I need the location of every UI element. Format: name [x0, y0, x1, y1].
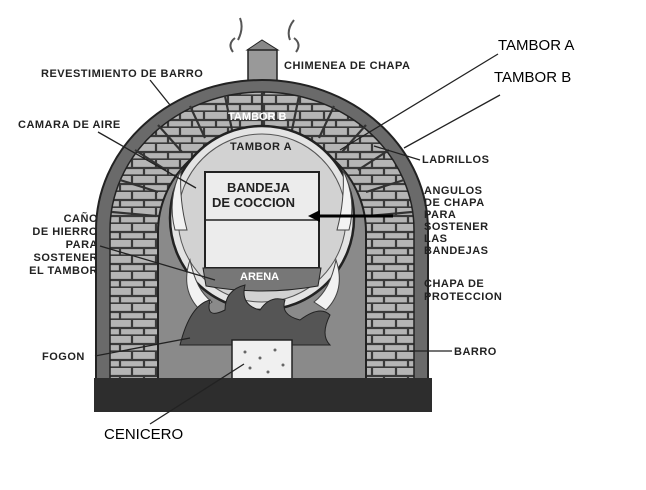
angulos-line: SOSTENER — [424, 221, 489, 233]
tambor-a-callout: TAMBOR A — [498, 37, 574, 54]
ground-base — [94, 378, 432, 412]
angulos-line: ANGULOS — [424, 185, 483, 197]
bandeja-label-2: DE COCCION — [212, 195, 295, 210]
cano-line: DE HIERRO — [32, 226, 98, 238]
chapa-label-1: CHAPA DE — [424, 278, 484, 290]
angulos-label: ANGULOS DE CHAPA PARA SOSTENER LAS BANDE… — [424, 185, 489, 257]
arch-brick-joints — [111, 92, 413, 218]
ash-pit — [231, 339, 293, 381]
angulos-line: PARA — [424, 209, 456, 221]
angulos-line: DE CHAPA — [424, 197, 485, 209]
cano-label: CAÑO DE HIERRO PARA SOSTENER EL TAMBOR — [29, 212, 98, 277]
fire — [179, 284, 332, 346]
bandeja-label-1: BANDEJA — [227, 180, 290, 195]
barro-label: BARRO — [454, 346, 497, 358]
tambor-a-label: TAMBOR A — [230, 141, 292, 153]
cano-line: EL TAMBOR — [29, 265, 98, 277]
chimney — [229, 17, 300, 89]
camara-label: CAMARA DE AIRE — [18, 119, 121, 131]
chimenea-label: CHIMENEA DE CHAPA — [284, 60, 410, 72]
tambor-b-label: TAMBOR B — [228, 111, 287, 123]
cano-line: SOSTENER — [33, 252, 98, 264]
ladrillos-label: LADRILLOS — [422, 154, 489, 166]
cano-line: PARA — [66, 239, 98, 251]
chapa-label-2: PROTECCION — [424, 291, 502, 303]
tambor-b-callout: TAMBOR B — [494, 69, 571, 86]
cenicero-label: CENICERO — [104, 426, 183, 443]
sand-layer — [202, 267, 322, 292]
leader-lines — [94, 53, 501, 425]
revestimiento-label: REVESTIMIENTO DE BARRO — [41, 68, 203, 80]
fogon-label: FOGON — [42, 351, 85, 363]
cano-line: CAÑO — [64, 212, 98, 225]
angulos-line: BANDEJAS — [424, 245, 489, 257]
angulos-line: LAS — [424, 233, 448, 245]
arena-label: ARENA — [240, 271, 279, 283]
